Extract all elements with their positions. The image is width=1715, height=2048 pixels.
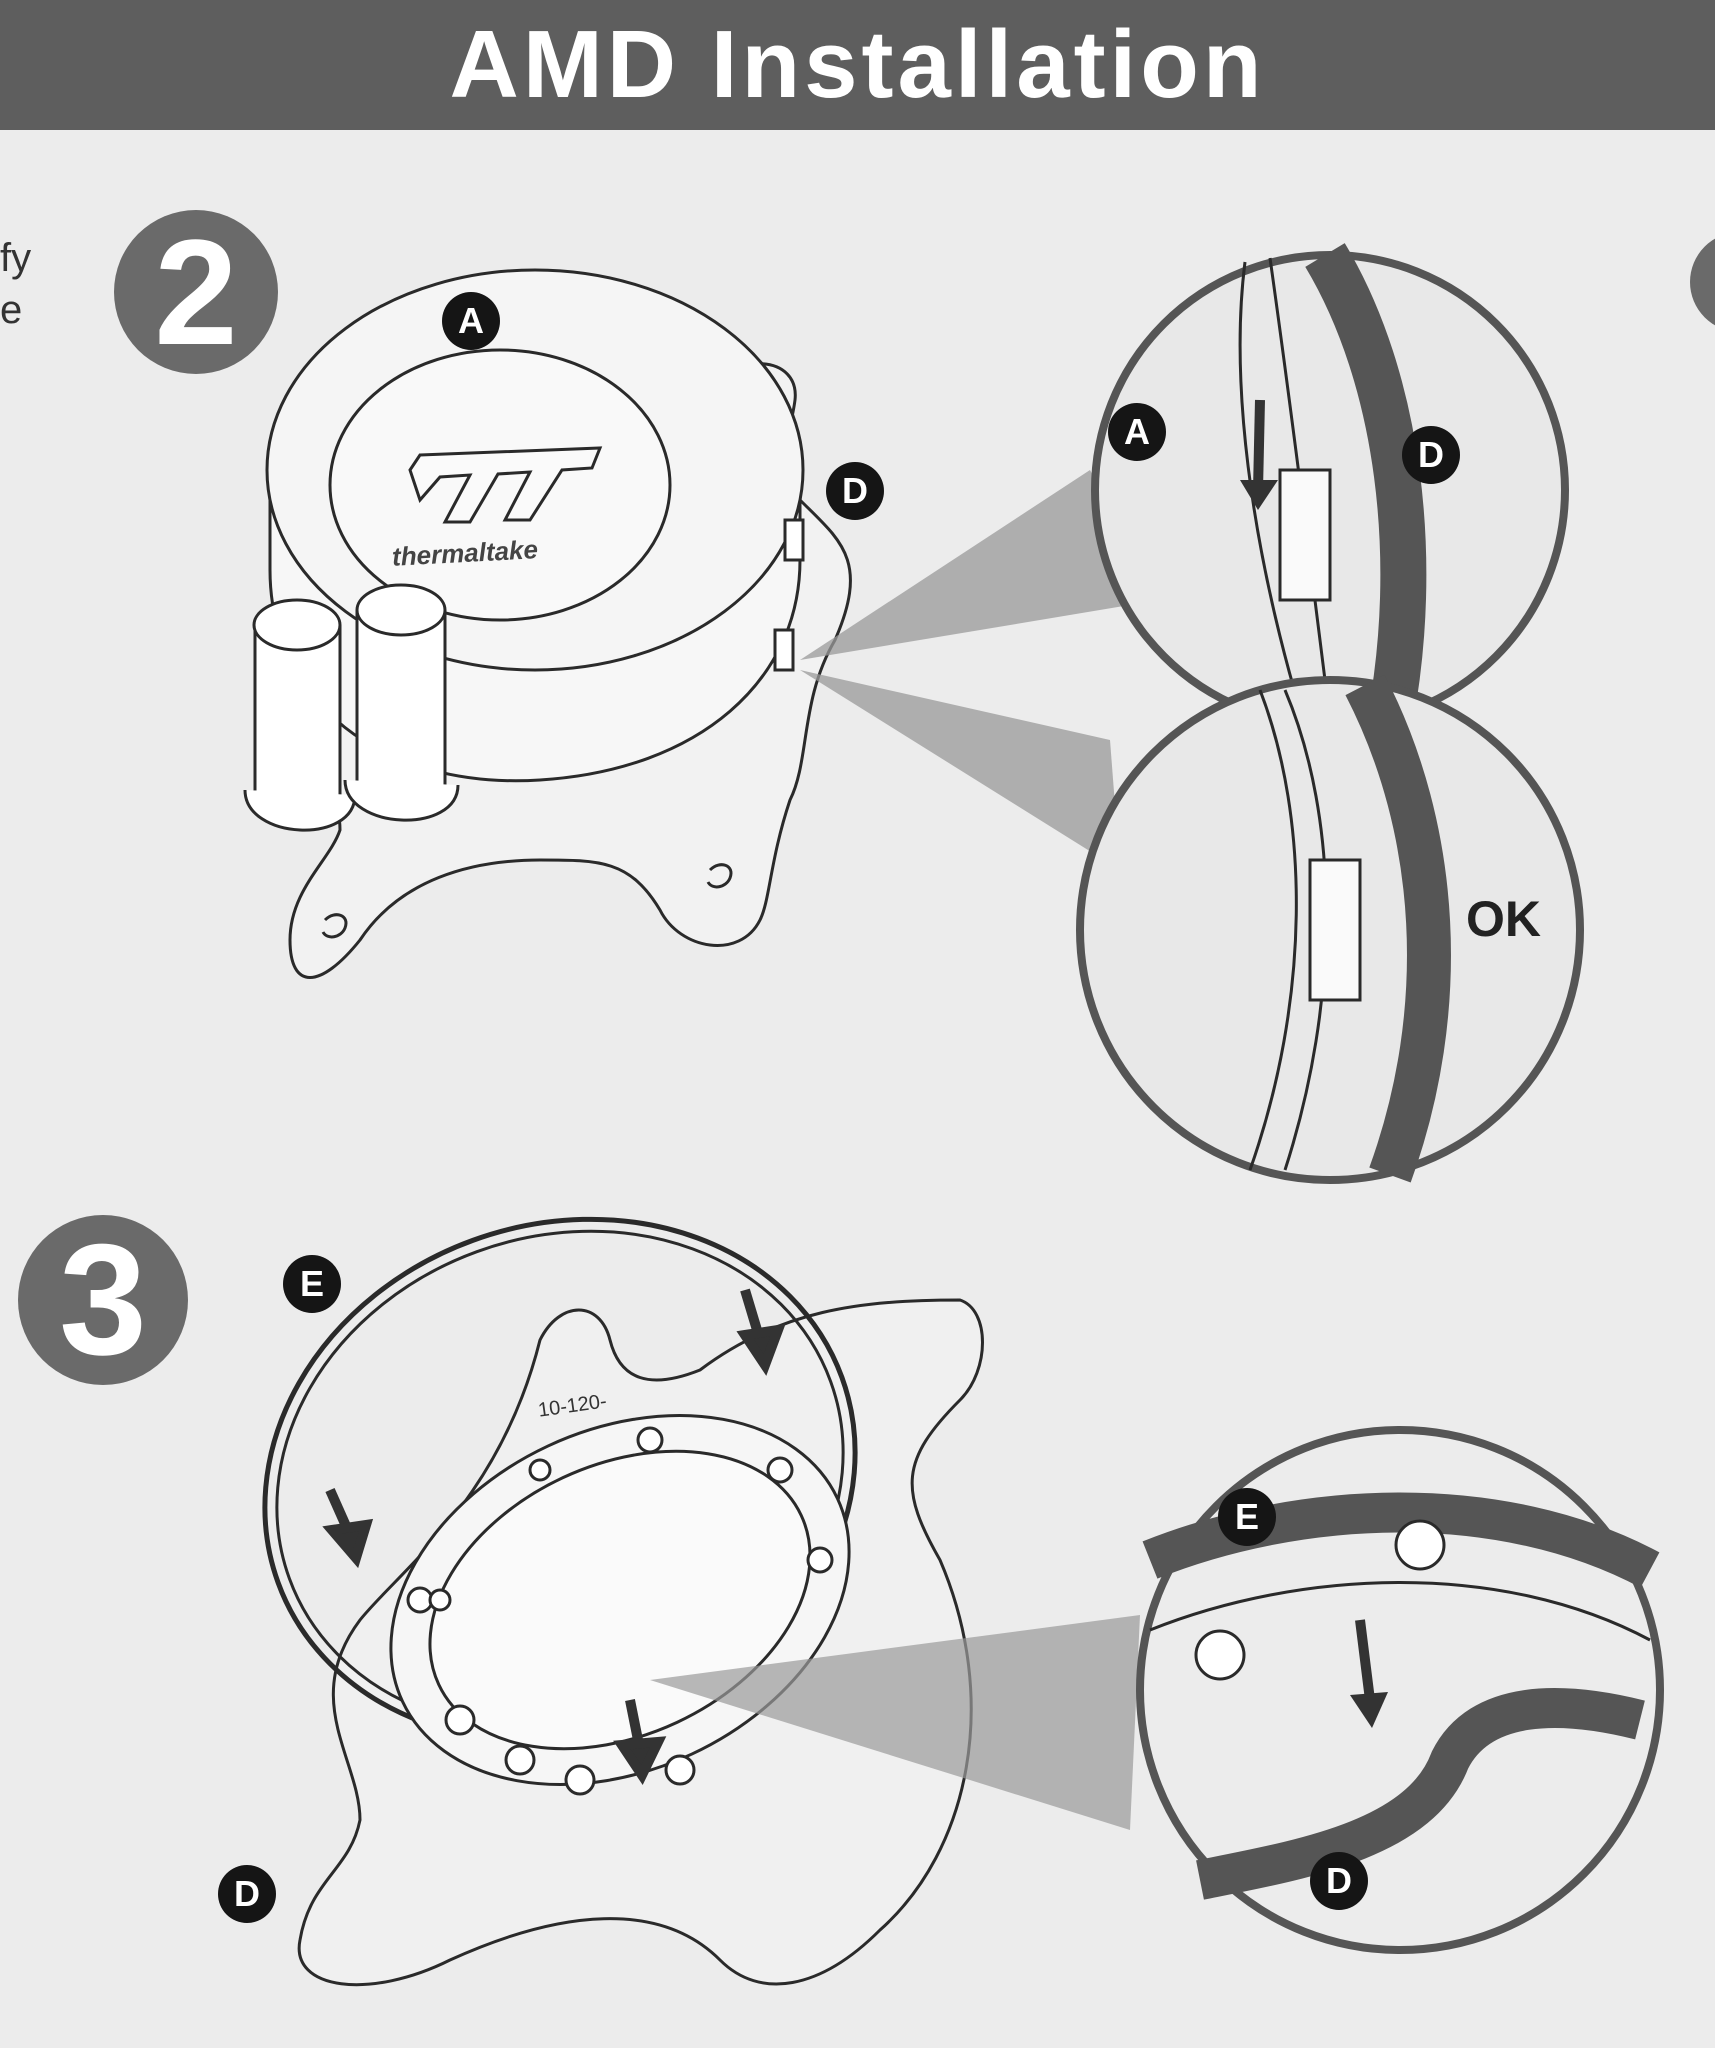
- zoom-circle-bottom: [1076, 674, 1584, 1184]
- zoom3-label-e-badge: E: [1218, 1488, 1276, 1546]
- side-text: fy e: [0, 232, 31, 336]
- step2-pump-illustration: [243, 268, 852, 979]
- ok-label: OK: [1466, 891, 1541, 947]
- step3-screws: [406, 1426, 834, 1796]
- side-text-line-2: e: [0, 288, 23, 332]
- label-a-badge: A: [442, 292, 500, 350]
- zoom-beam-top: [800, 470, 1160, 660]
- step2-pump-top-ring: [328, 348, 672, 622]
- step2-tube-left: [243, 598, 357, 832]
- page-title: AMD Installation: [449, 11, 1266, 118]
- zoom-beam-bottom: [800, 670, 1120, 870]
- tt-logo-icon: [408, 446, 603, 524]
- zoom3-label-d-badge: D: [1310, 1852, 1368, 1910]
- step2-tube-right: [343, 583, 460, 822]
- step2-zoom-callouts: [800, 243, 1584, 1184]
- step-3-number: 3: [18, 1215, 188, 1385]
- zoom-beam-step3: [650, 1615, 1140, 1830]
- side-text-line-1: fy: [0, 236, 32, 280]
- step3-zoom-callout: [650, 1426, 1664, 1954]
- step-2-number: 2: [114, 210, 278, 374]
- header-bar: [0, 0, 1715, 130]
- step2-bracket-hole-right: [706, 863, 733, 889]
- zoom-label-a-badge: A: [1108, 403, 1166, 461]
- step3-label-e-badge: E: [283, 1255, 341, 1313]
- step3-label-d-badge: D: [218, 1865, 276, 1923]
- step3-arrow-icons: [322, 1288, 786, 1786]
- zoom-label-d-badge: D: [1402, 426, 1460, 484]
- label-d-badge: D: [826, 462, 884, 520]
- step2-bracket-hole-left: [321, 913, 348, 939]
- zoom-circle-top: [1091, 243, 1569, 729]
